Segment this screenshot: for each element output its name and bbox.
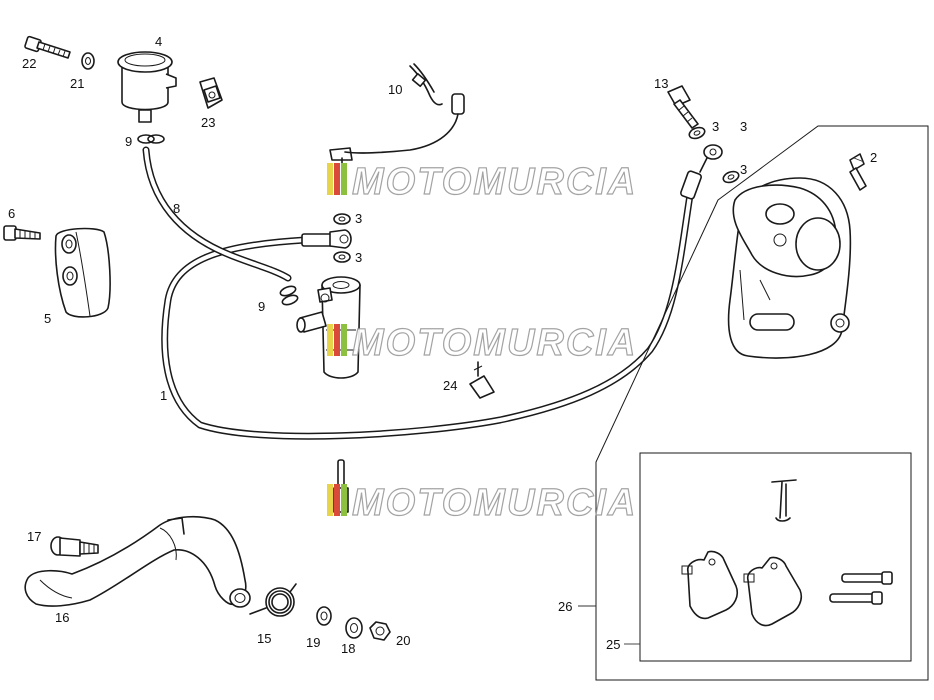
watermark-stripe-green bbox=[341, 163, 347, 195]
hose-clip-part-24 bbox=[469, 361, 495, 399]
nut-part-20 bbox=[369, 621, 391, 641]
return-spring-part-15 bbox=[249, 583, 297, 617]
callout-3-d: 3 bbox=[740, 162, 747, 177]
hose-clamp-part-9-top bbox=[137, 134, 165, 144]
cover-part-5 bbox=[54, 227, 111, 318]
callout-3-a: 3 bbox=[355, 211, 362, 226]
watermark-stripe-red bbox=[334, 324, 340, 356]
brake-hose-part-1 bbox=[161, 144, 723, 440]
callout-26: 26 bbox=[558, 599, 572, 614]
bolt-part-6 bbox=[3, 225, 41, 241]
callout-8: 8 bbox=[173, 201, 180, 216]
watermark-text: MOTOMURCIA bbox=[352, 322, 637, 364]
banjo-bolt-part-13 bbox=[667, 85, 699, 129]
cable-tie-part-10 bbox=[409, 63, 443, 106]
callout-1: 1 bbox=[160, 388, 167, 403]
watermark-stripe-red bbox=[334, 484, 340, 516]
callout-3-b: 3 bbox=[355, 250, 362, 265]
callout-24: 24 bbox=[443, 378, 457, 393]
watermark-text: MOTOMURCIA bbox=[352, 482, 637, 524]
washer-part-3-c bbox=[688, 126, 706, 140]
watermark-2: MOTOMURCIA bbox=[327, 321, 637, 365]
watermark-text: MOTOMURCIA bbox=[352, 161, 637, 203]
callout-4: 4 bbox=[155, 34, 162, 49]
callout-25: 25 bbox=[606, 637, 620, 652]
pad-kit-outline-part-26 bbox=[595, 125, 929, 681]
watermark-stripe-red bbox=[334, 163, 340, 195]
brake-caliper bbox=[727, 177, 852, 359]
pad-pin-upper bbox=[841, 571, 893, 585]
watermark-stripe-green bbox=[341, 324, 347, 356]
brake-light-switch-wire bbox=[329, 93, 465, 191]
washer-part-18 bbox=[345, 617, 363, 639]
watermark-stripe-green bbox=[341, 484, 347, 516]
brake-pad-left bbox=[681, 550, 739, 620]
watermark-1: MOTOMURCIA bbox=[327, 160, 637, 204]
brake-pedal-part-16 bbox=[24, 515, 251, 608]
callout-23: 23 bbox=[201, 115, 215, 130]
watermark-3: MOTOMURCIA bbox=[327, 481, 637, 525]
callout-21: 21 bbox=[70, 76, 84, 91]
pad-pin-lower bbox=[829, 591, 883, 605]
leader-lines bbox=[578, 157, 865, 645]
callout-2: 2 bbox=[870, 150, 877, 165]
callout-10: 10 bbox=[388, 82, 402, 97]
clip-nut-part-23 bbox=[199, 77, 223, 109]
reservoir-hose-part-8 bbox=[142, 146, 292, 282]
washer-part-3-a bbox=[333, 213, 351, 225]
watermark-stripe-yellow bbox=[327, 163, 333, 195]
bleed-screw-part-2 bbox=[849, 153, 867, 191]
callout-19: 19 bbox=[306, 635, 320, 650]
callout-6: 6 bbox=[8, 206, 15, 221]
callout-5: 5 bbox=[44, 311, 51, 326]
callout-9-top: 9 bbox=[125, 134, 132, 149]
washer-part-19 bbox=[316, 606, 332, 626]
callout-20: 20 bbox=[396, 633, 410, 648]
washer-part-3-d bbox=[722, 170, 740, 184]
bolt-part-22 bbox=[24, 35, 71, 59]
callout-labels: 1 2 3 3 3 3 3 4 5 6 8 9 9 10 13 15 16 17… bbox=[8, 34, 877, 656]
pivot-bolt-part-17 bbox=[50, 536, 99, 557]
callout-15: 15 bbox=[257, 631, 271, 646]
brake-pad-right bbox=[743, 556, 803, 627]
callout-9-lower: 9 bbox=[258, 299, 265, 314]
callout-16: 16 bbox=[55, 610, 69, 625]
hose-clamp-part-9-lower bbox=[279, 285, 299, 306]
callout-17: 17 bbox=[27, 529, 41, 544]
washer-part-3-b bbox=[333, 251, 351, 263]
pad-spring-clip bbox=[771, 479, 797, 522]
callout-3-e: 3 bbox=[740, 119, 747, 134]
watermark-stripe-yellow bbox=[327, 324, 333, 356]
callout-3-c: 3 bbox=[712, 119, 719, 134]
callout-18: 18 bbox=[341, 641, 355, 656]
callout-22: 22 bbox=[22, 56, 36, 71]
callout-13: 13 bbox=[654, 76, 668, 91]
brake-fluid-reservoir-part-4 bbox=[117, 51, 177, 123]
washer-part-21 bbox=[81, 52, 95, 70]
watermark-stripe-yellow bbox=[327, 484, 333, 516]
